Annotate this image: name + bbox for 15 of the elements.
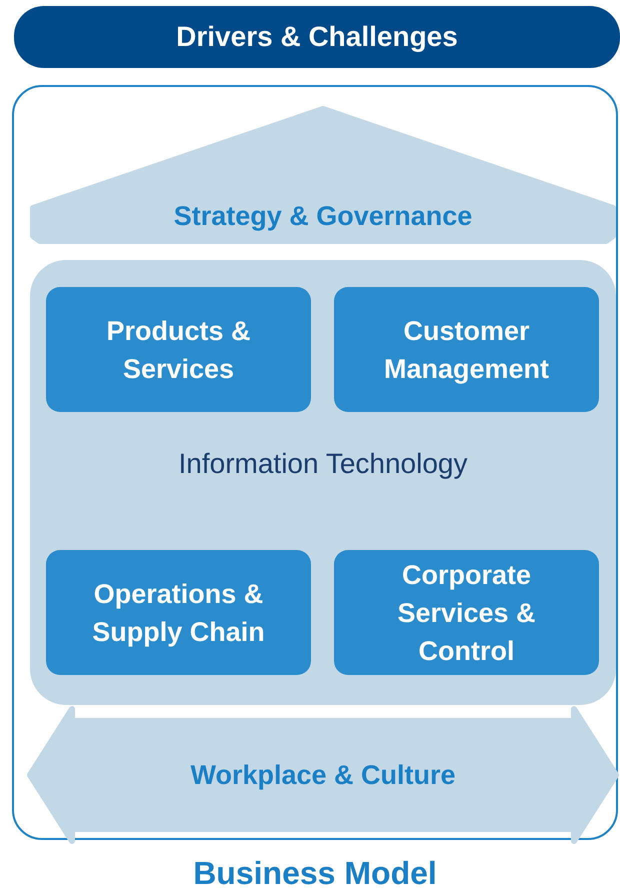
banner-title: Drivers & Challenges (175, 20, 459, 54)
box-label: Customer Management (382, 314, 550, 386)
box-label: Operations & Supply Chain (91, 578, 266, 649)
process-box (334, 287, 599, 412)
header-banner (14, 6, 620, 68)
process-box (334, 550, 599, 675)
process-box (46, 287, 311, 412)
panel-label: Information Technology (178, 447, 468, 481)
model-title: Business Model (192, 854, 438, 892)
band-label: Workplace & Culture (189, 759, 457, 792)
process-box (46, 550, 311, 675)
box-label: Corporate Services & Control (396, 558, 537, 668)
box-label: Products & Services (105, 314, 252, 386)
roof-label: Strategy & Governance (172, 200, 474, 233)
platform-panel (30, 260, 616, 705)
